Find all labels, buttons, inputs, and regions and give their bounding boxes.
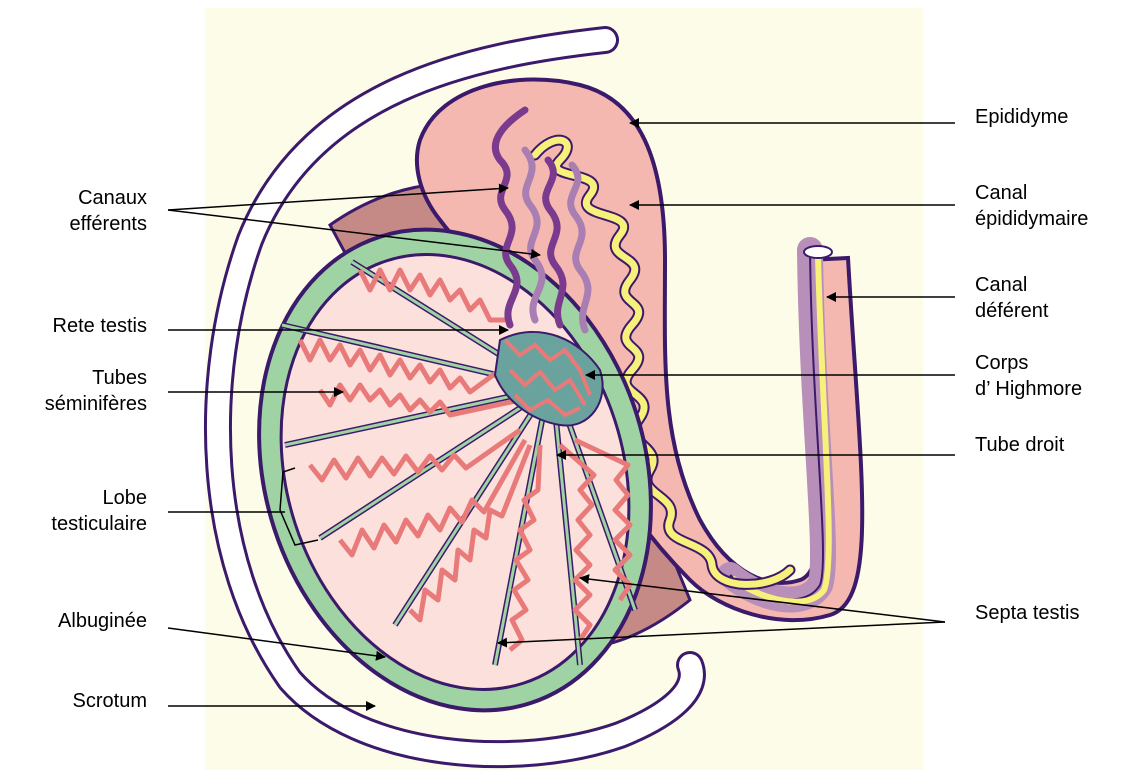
label-canaux-efferents-line2: efférents	[10, 211, 147, 237]
label-canal-epididymaire: Canal épididymaire	[975, 180, 1088, 232]
vas-deferens-opening	[804, 246, 832, 258]
label-scrotum: Scrotum	[10, 688, 147, 714]
label-epididyme: Epididyme	[975, 104, 1068, 130]
label-lobe-testiculaire-line2: testiculaire	[10, 511, 147, 537]
label-tubes-seminiferes-line2: séminifères	[10, 391, 147, 417]
label-corps-highmore-line2: d’ Highmore	[975, 376, 1082, 402]
label-epididyme-text: Epididyme	[975, 104, 1068, 130]
label-albuginee-text: Albuginée	[10, 608, 147, 634]
label-rete-testis: Rete testis	[10, 313, 147, 339]
label-lobe-testiculaire-line1: Lobe	[10, 485, 147, 511]
label-tubes-seminiferes: Tubes séminifères	[10, 365, 147, 417]
label-tube-droit-text: Tube droit	[975, 432, 1064, 458]
label-scrotum-text: Scrotum	[10, 688, 147, 714]
label-canal-epididymaire-line1: Canal	[975, 180, 1088, 206]
label-canal-deferent-line1: Canal	[975, 272, 1048, 298]
label-lobe-testiculaire: Lobe testiculaire	[10, 485, 147, 537]
label-canal-deferent: Canal déférent	[975, 272, 1048, 324]
label-albuginee: Albuginée	[10, 608, 147, 634]
label-tubes-seminiferes-line1: Tubes	[10, 365, 147, 391]
label-septa-testis-text: Septa testis	[975, 600, 1080, 626]
label-canal-deferent-line2: déférent	[975, 298, 1048, 324]
label-canal-epididymaire-line2: épididymaire	[975, 206, 1088, 232]
label-septa-testis: Septa testis	[975, 600, 1080, 626]
label-canaux-efferents: Canaux efférents	[10, 185, 147, 237]
label-rete-testis-text: Rete testis	[10, 313, 147, 339]
label-canaux-efferents-line1: Canaux	[10, 185, 147, 211]
label-corps-highmore-line1: Corps	[975, 350, 1082, 376]
label-tube-droit: Tube droit	[975, 432, 1064, 458]
label-corps-highmore: Corps d’ Highmore	[975, 350, 1082, 402]
